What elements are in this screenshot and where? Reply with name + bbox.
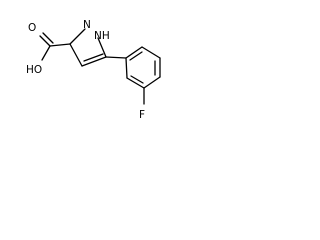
fluorine-label: F: [139, 109, 145, 121]
bond-carboxyl-carbon-to-pyrazole: [49, 43, 71, 47]
bond-phenyl-c6-c1: [125, 57, 128, 79]
bond-pyrazole-c4-c3: [69, 43, 83, 67]
bond-phenyl-c2-c3: [141, 46, 161, 59]
pyrazole-ring: [69, 28, 107, 67]
pyrazole-nitrogen-label: N: [83, 19, 91, 31]
bond-phenyl-inner-double-top: [129, 51, 143, 61]
bond-pyrazole-inner-double: [83, 53, 104, 62]
atom-labels: O HO N NH F: [26, 19, 145, 121]
fluorophenyl-ring: [105, 46, 161, 105]
bond-pyrazole-n1-c5: [97, 37, 107, 58]
bond-carboxyl-carbon-to-oxygen-double-a: [39, 35, 51, 47]
bond-carboxyl-carbon-to-hydroxyl: [41, 45, 51, 61]
carboxyl-oxygen-label: O: [28, 22, 36, 34]
bond-carboxyl-carbon-to-oxygen-double-b: [42, 32, 54, 44]
pyrazole-nh-label: NH: [94, 30, 110, 42]
bond-pyrazole-c3-n2: [69, 28, 86, 45]
bond-phenyl-c5-c6: [126, 77, 145, 89]
hydroxyl-label: HO: [26, 64, 42, 76]
bond-pyrazole-c5-c4: [81, 56, 107, 67]
carboxylic-acid-group: [39, 32, 71, 61]
bond-phenyl-c4-c5: [143, 76, 161, 89]
bond-phenyl-inner-double-bottom: [130, 75, 144, 84]
chemical-structure-diagram: O HO N NH F: [26, 19, 161, 121]
bond-phenyl-c1-c2: [125, 46, 143, 59]
bond-pyrazole-to-phenyl: [105, 56, 127, 59]
